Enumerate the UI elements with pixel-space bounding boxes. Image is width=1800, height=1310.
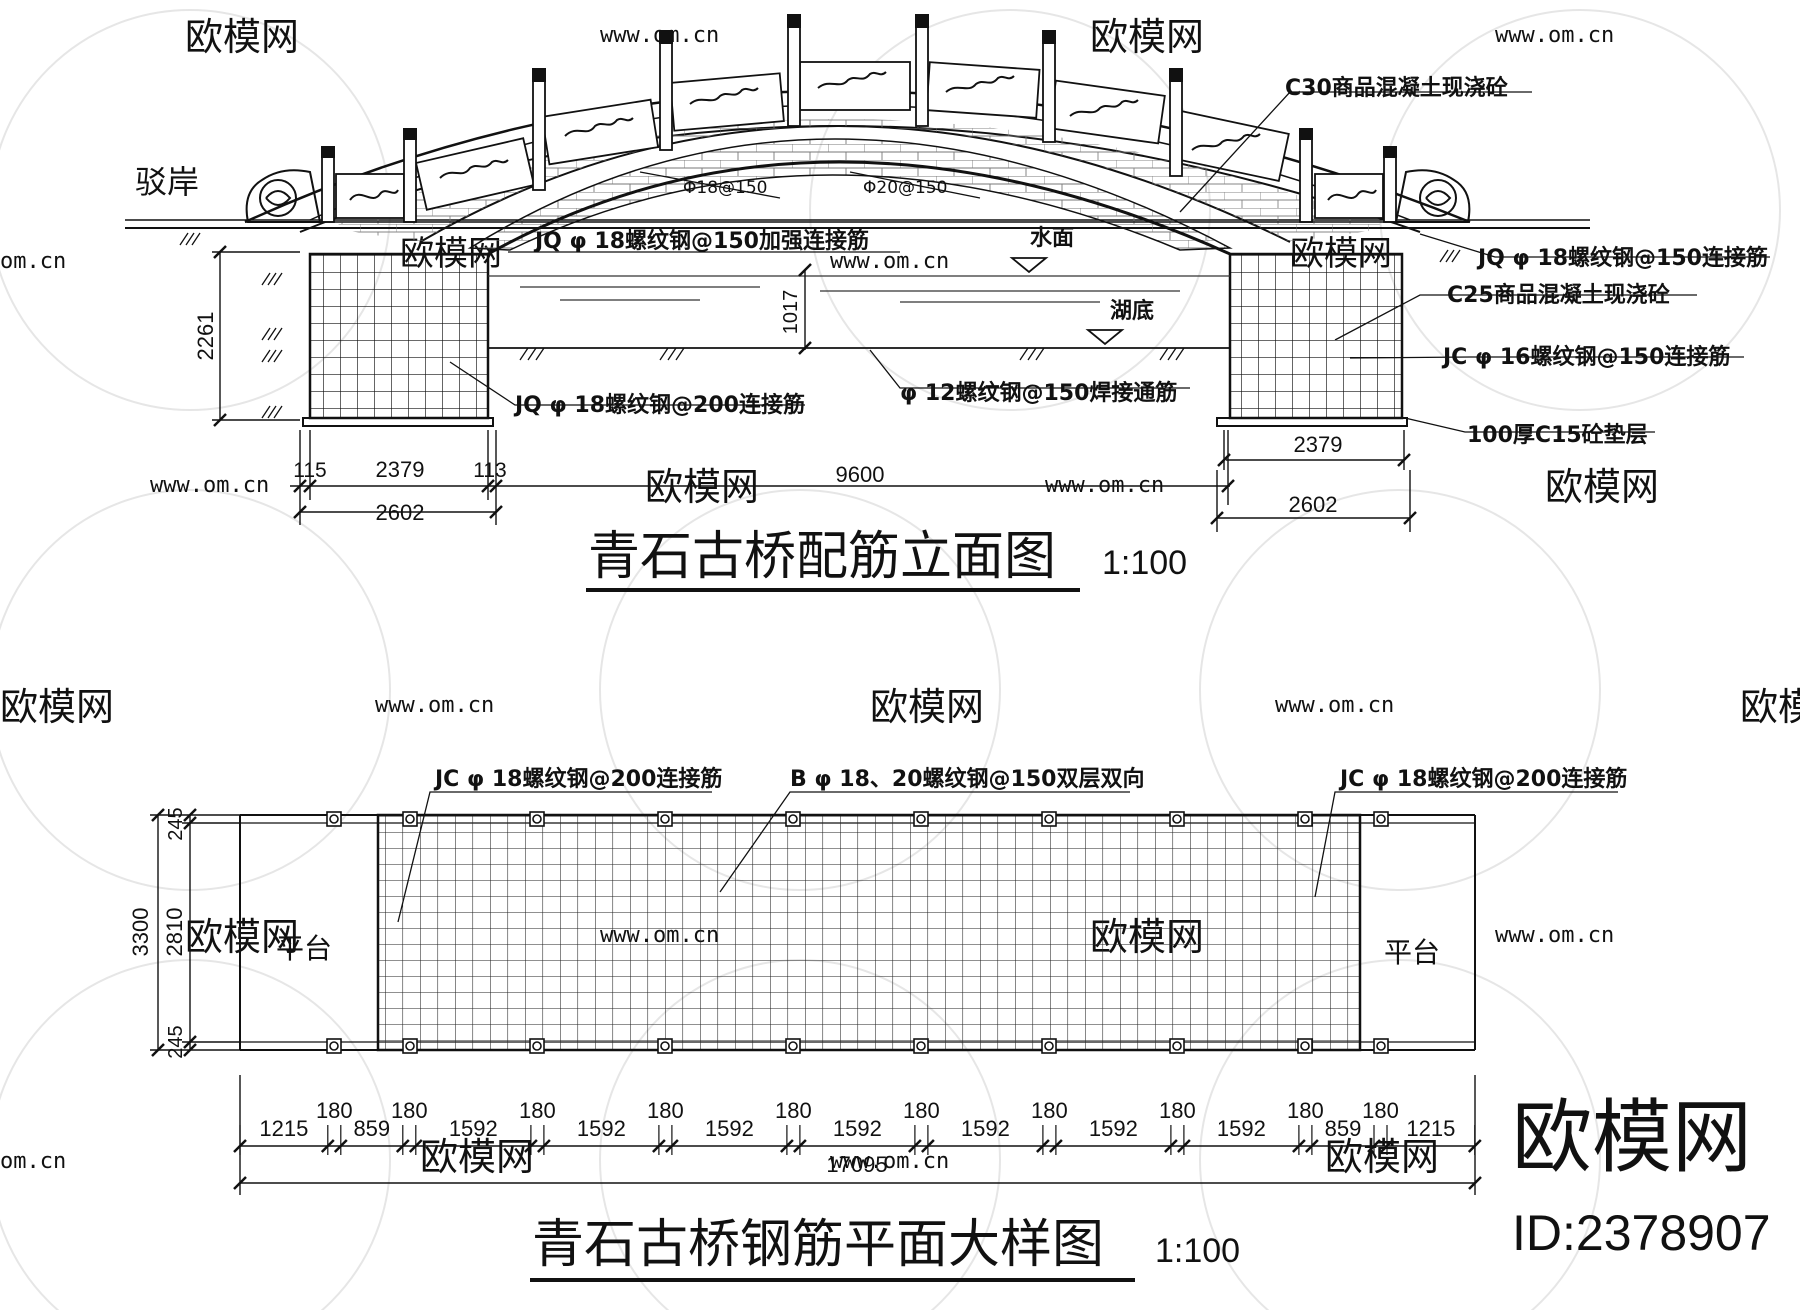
dim-right-2379: 2379 bbox=[1294, 432, 1343, 457]
dim-length-segment: 1592 bbox=[1089, 1116, 1138, 1141]
dim-left-113: 113 bbox=[473, 459, 506, 482]
rebar-20-note: Φ20@150 bbox=[863, 178, 947, 198]
dim-post-width: 180 bbox=[647, 1098, 684, 1123]
jc16-note: JC φ 16螺纹钢@150连接筋 bbox=[1441, 344, 1730, 370]
plan-scale: 1:100 bbox=[1155, 1232, 1240, 1270]
watermark-brand: 欧模网 bbox=[420, 1135, 534, 1179]
dim-post-width: 180 bbox=[391, 1098, 428, 1123]
dim-total-length: 17095 bbox=[826, 1152, 887, 1177]
jq18-150-right-note: JQ φ 18螺纹钢@150连接筋 bbox=[1476, 245, 1768, 271]
c25-note: C25商品混凝土现浇砼 bbox=[1447, 282, 1670, 308]
plan-length-dimension-lines bbox=[233, 1075, 1482, 1195]
water-surface-label: 水面 bbox=[1030, 226, 1074, 251]
dim-span: 9600 bbox=[836, 462, 885, 487]
dim-length-segment: 1215 bbox=[259, 1116, 308, 1141]
dim-post-width: 180 bbox=[1362, 1098, 1399, 1123]
elevation-title: 青石古桥配筋立面图 bbox=[588, 527, 1056, 587]
watermark-url-short: om.cn bbox=[0, 1149, 66, 1174]
phi12-note: φ 12螺纹钢@150焊接通筋 bbox=[900, 380, 1177, 406]
watermark-url: www.om.cn bbox=[150, 473, 269, 498]
dim-width-middle: 2810 bbox=[162, 908, 187, 957]
c15-cushion-note: 100厚C15砼垫层 bbox=[1467, 422, 1648, 448]
watermark-brand: 欧模网 bbox=[870, 685, 984, 729]
brand-logo: 欧模网 ID:2378907 bbox=[1512, 1091, 1771, 1261]
dim-length-segment: 859 bbox=[353, 1116, 390, 1141]
jq18-150-reinforced-note: JQ φ 18螺纹钢@150加强连接筋 bbox=[533, 228, 869, 254]
lake-bottom-label: 湖底 bbox=[1110, 298, 1154, 324]
model-id: ID:2378907 bbox=[1512, 1205, 1771, 1261]
plan-width-dimension-lines bbox=[150, 808, 240, 1057]
dim-post-width: 180 bbox=[1031, 1098, 1068, 1123]
dim-length-segment: 1592 bbox=[577, 1116, 626, 1141]
dim-left-2602: 2602 bbox=[376, 500, 425, 525]
watermark-url: www.om.cn bbox=[1495, 23, 1614, 48]
watermark-brand: 欧模网 bbox=[185, 915, 299, 959]
jc-left-note: JC φ 18螺纹钢@200连接筋 bbox=[433, 766, 722, 792]
bank-label: 驳岸 bbox=[135, 163, 199, 201]
dim-post-width: 180 bbox=[316, 1098, 353, 1123]
watermarks: 欧模网 欧模网 欧模网 欧模网 欧模网 欧模网 欧模网 欧模网 欧模网 欧模网 … bbox=[0, 9, 1800, 1310]
brand-logo-text: 欧模网 bbox=[1512, 1091, 1752, 1184]
dim-length-segment: 1592 bbox=[1217, 1116, 1266, 1141]
watermark-url: www.om.cn bbox=[1275, 693, 1394, 718]
dim-right-2602: 2602 bbox=[1289, 492, 1338, 517]
dim-pier-height: 2261 bbox=[193, 312, 218, 361]
elevation-scale: 1:100 bbox=[1102, 544, 1187, 582]
dim-water-depth: 1017 bbox=[780, 290, 802, 335]
dim-tick bbox=[1468, 1176, 1482, 1190]
platform-right-label: 平台 bbox=[1384, 936, 1440, 969]
dim-length-segment: 1592 bbox=[705, 1116, 754, 1141]
elevation-dimension-lines bbox=[212, 245, 1417, 532]
left-pier-rebar-cage bbox=[308, 252, 490, 420]
dim-post-width: 180 bbox=[1287, 1098, 1324, 1123]
dim-width-total: 3300 bbox=[128, 908, 153, 957]
elevation-drawing: 驳岸 C30商品混凝土现浇砼 Φ18@150 Φ20@150 JQ φ 18螺纹… bbox=[125, 14, 1770, 592]
dim-width-top: 245 bbox=[165, 807, 187, 840]
dim-length-segment: 1215 bbox=[1406, 1116, 1455, 1141]
dim-length-segment: 1592 bbox=[833, 1116, 882, 1141]
dim-post-width: 180 bbox=[1159, 1098, 1196, 1123]
watermark-url: www.om.cn bbox=[375, 693, 494, 718]
plan-title: 青石古桥钢筋平面大样图 bbox=[532, 1215, 1104, 1275]
watermark-url-short: om.cn bbox=[0, 249, 66, 274]
dim-left-115: 115 bbox=[293, 459, 326, 482]
right-pier-rebar-cage bbox=[1228, 252, 1404, 420]
dim-post-width: 180 bbox=[775, 1098, 812, 1123]
plan-drawing: JC φ 18螺纹钢@200连接筋 B φ 18、20螺纹钢@150双层双向 J… bbox=[128, 766, 1627, 1282]
dim-length-segment: 1592 bbox=[961, 1116, 1010, 1141]
c30-note: C30商品混凝土现浇砼 bbox=[1285, 75, 1508, 101]
dim-length-segment: 859 bbox=[1325, 1116, 1362, 1141]
dim-left-2379: 2379 bbox=[376, 457, 425, 482]
dim-post-width: 180 bbox=[903, 1098, 940, 1123]
watermark-url: www.om.cn bbox=[830, 249, 949, 274]
watermark-brand: 欧模网 bbox=[645, 465, 759, 509]
dim-length-segment: 1592 bbox=[449, 1116, 498, 1141]
watermark-url: www.om.cn bbox=[1495, 923, 1614, 948]
jc-right-note: JC φ 18螺纹钢@200连接筋 bbox=[1338, 766, 1627, 792]
watermark-brand: 欧模网 bbox=[0, 685, 114, 729]
platform-left-label: 平台 bbox=[276, 932, 332, 965]
watermark-brand: 欧模网 bbox=[1740, 685, 1800, 729]
jq18-200-note: JQ φ 18螺纹钢@200连接筋 bbox=[513, 392, 805, 418]
watermark-url: www.om.cn bbox=[830, 1149, 949, 1174]
watermark-brand: 欧模网 bbox=[1090, 15, 1204, 59]
rebar-mesh-grid bbox=[376, 813, 1362, 1052]
rebar-18-note: Φ18@150 bbox=[683, 178, 767, 198]
watermark-brand: 欧模网 bbox=[185, 15, 299, 59]
watermark-brand: 欧模网 bbox=[1545, 465, 1659, 509]
dim-tick bbox=[233, 1176, 247, 1190]
watermark-brand: 欧模网 bbox=[1325, 1135, 1439, 1179]
dim-width-bottom: 245 bbox=[165, 1025, 187, 1058]
dim-post-width: 180 bbox=[519, 1098, 556, 1123]
mesh-note: B φ 18、20螺纹钢@150双层双向 bbox=[790, 766, 1144, 792]
